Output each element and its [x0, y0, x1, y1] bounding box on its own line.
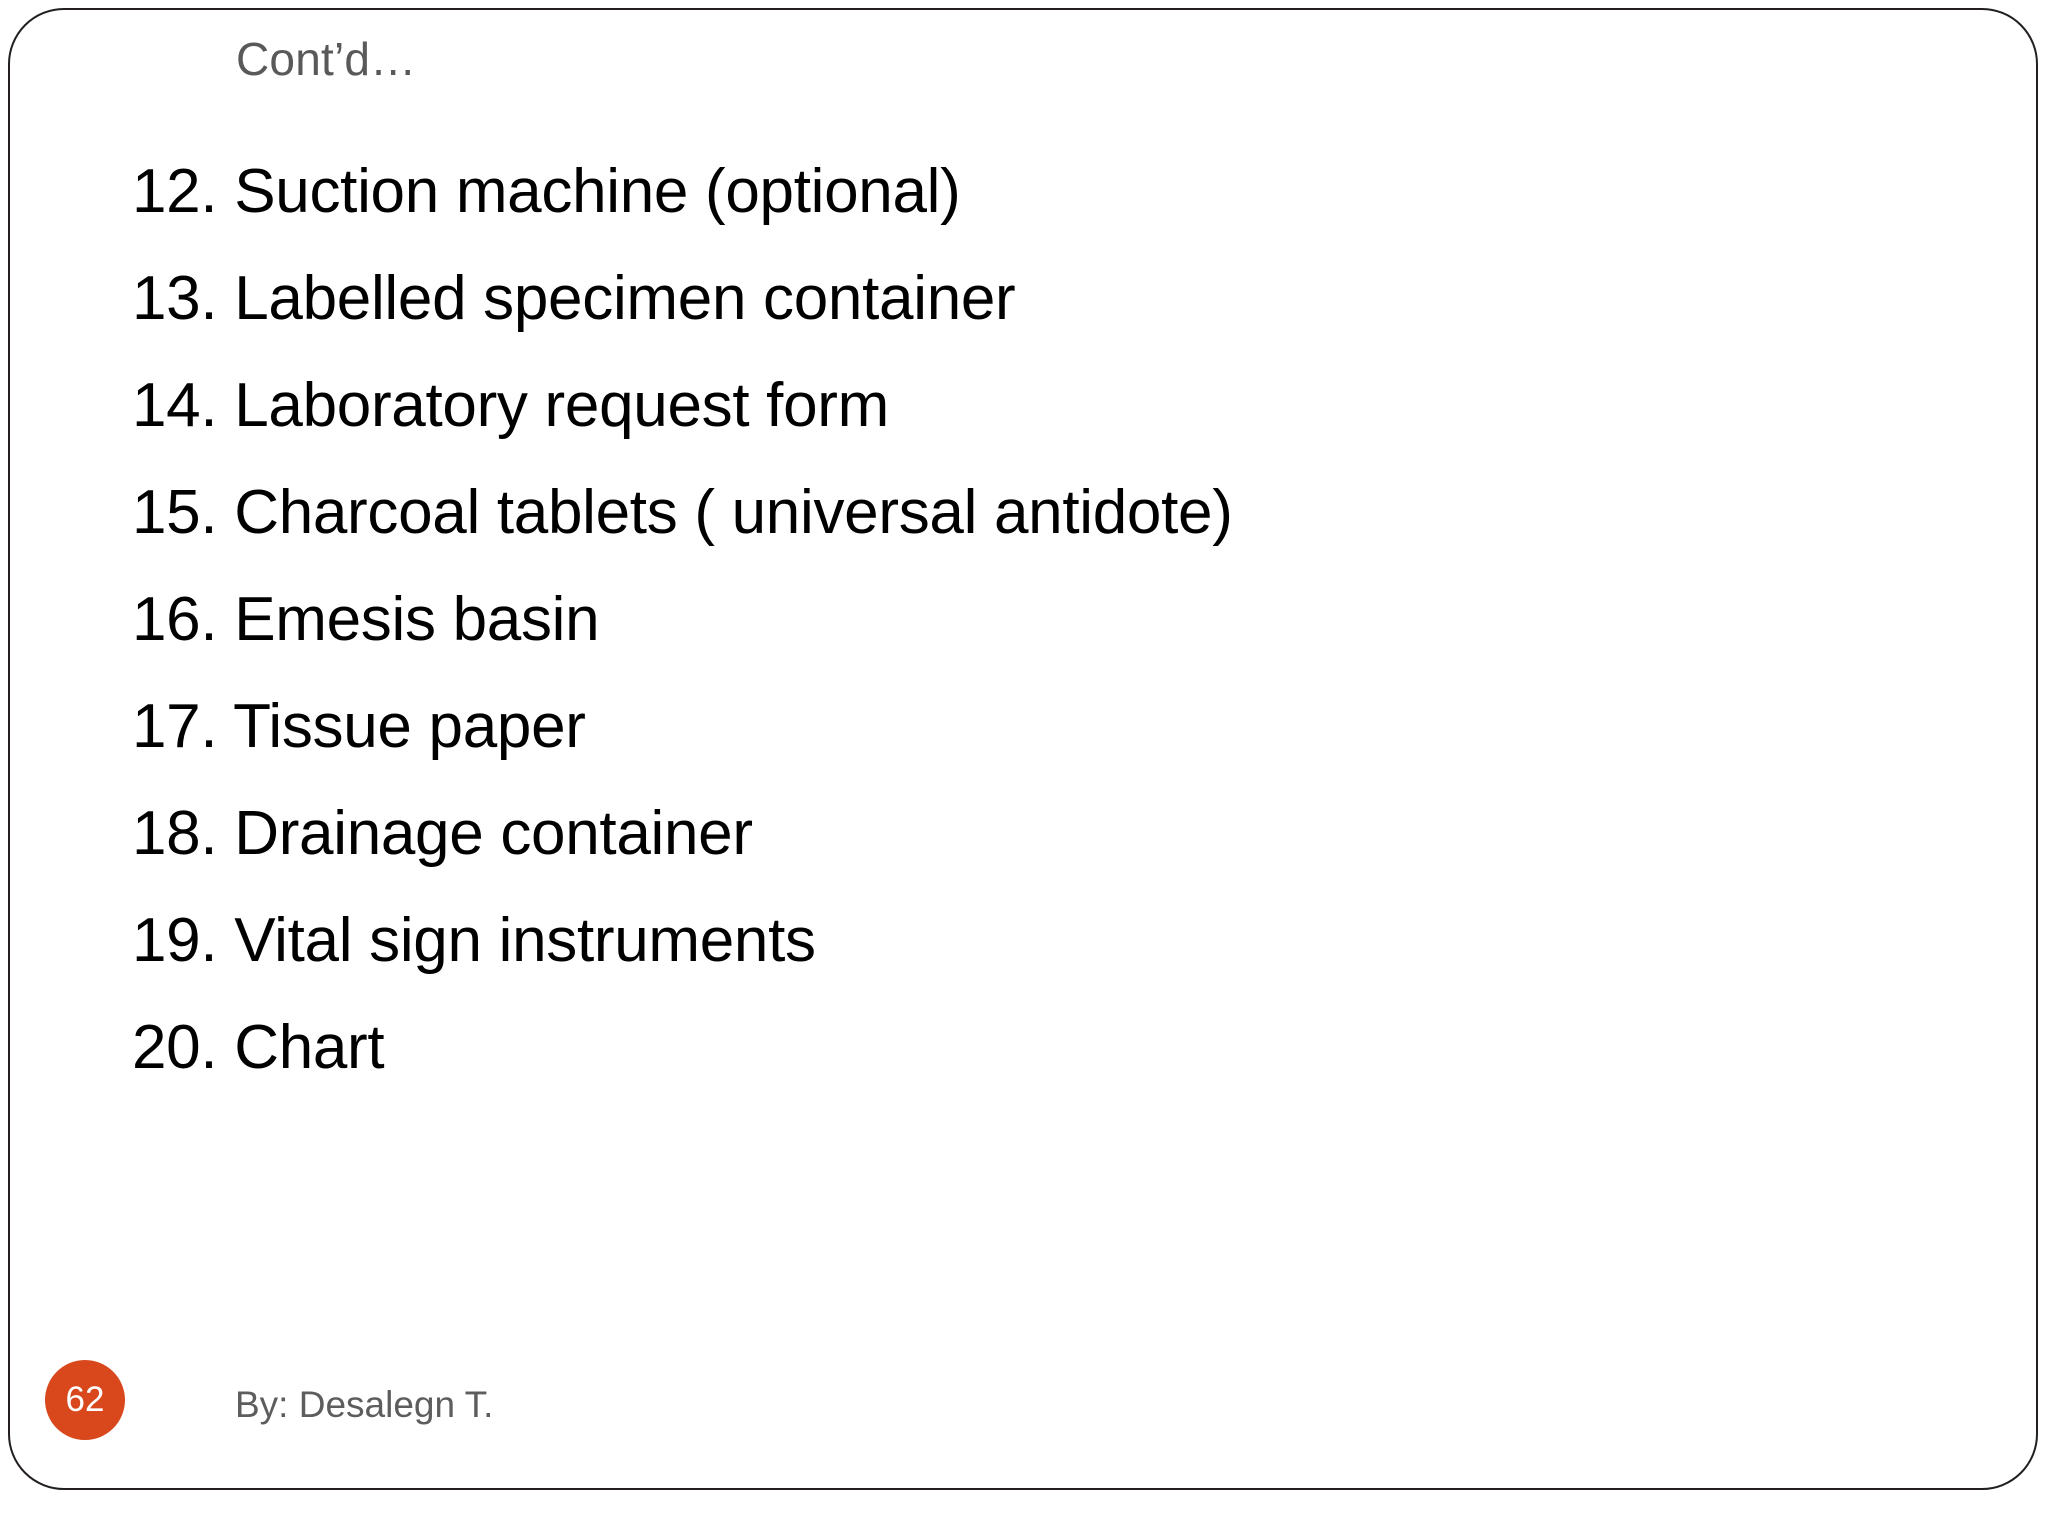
slide-footer: 62 By: Desalegn T.	[10, 1328, 2036, 1488]
author-credit: By: Desalegn T.	[235, 1384, 494, 1425]
list-item: 15. Charcoal tablets ( universal antidot…	[132, 478, 1233, 547]
list-item: 18. Drainage container	[132, 799, 753, 868]
equipment-list: 12. Suction machine (optional) 13. Label…	[132, 138, 1952, 1101]
list-item: 14. Laboratory request form	[132, 371, 889, 440]
slide-frame: Cont’d… 12. Suction machine (optional) 1…	[8, 8, 2038, 1490]
page-title: Cont’d…	[236, 33, 417, 85]
list-item: 12. Suction machine (optional)	[132, 157, 961, 226]
list-item: 17. Tissue paper	[132, 692, 586, 761]
list-item: 16. Emesis basin	[132, 585, 600, 654]
list-item: 20. Chart	[132, 1013, 385, 1082]
list-item: 13. Labelled specimen container	[132, 264, 1016, 333]
list-item: 19. Vital sign instruments	[132, 906, 816, 975]
page-number-badge: 62	[45, 1360, 125, 1440]
